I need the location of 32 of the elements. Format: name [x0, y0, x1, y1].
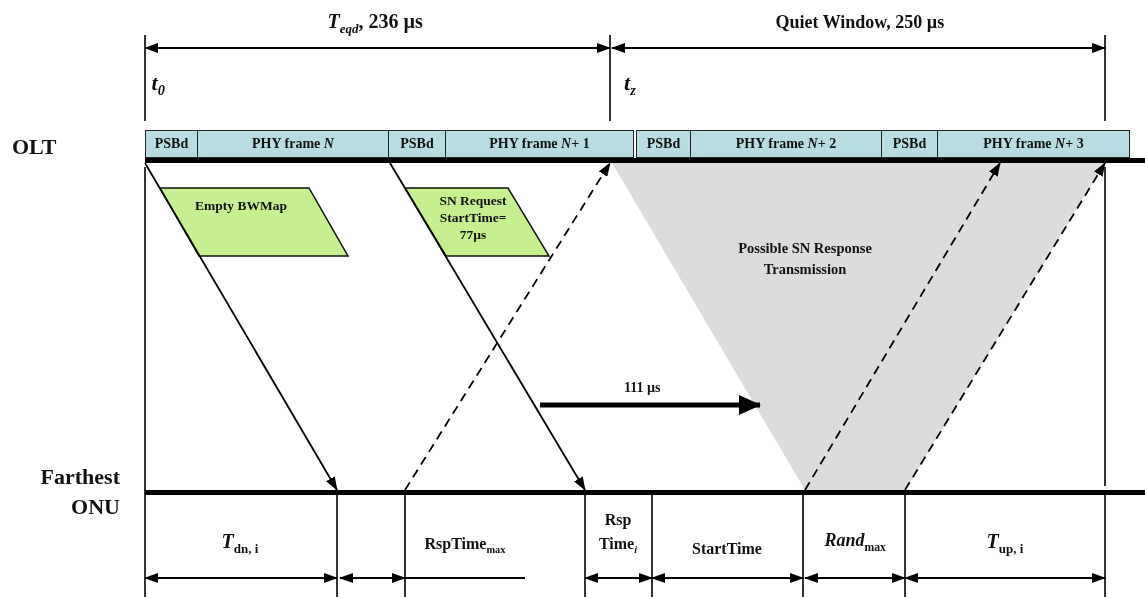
frame-box: PSBd — [636, 130, 691, 158]
measure-label: 111 µs — [624, 380, 661, 396]
frame-box: PHY frame N — [197, 130, 389, 158]
frame-box: PSBd — [388, 130, 446, 158]
frame-box: PHY frame N+ 1 — [445, 130, 634, 158]
message-parallelogram — [404, 187, 550, 257]
dimension-label: Rsp Time$_{i}$ — [597, 510, 639, 558]
arrow — [389, 162, 586, 491]
timeline-bar — [145, 158, 1145, 163]
dimension-label: T$_{up, i}$ — [986, 530, 1024, 557]
dimension-label: Rand$_{max}$ — [824, 530, 886, 554]
frame-box: PHY frame N+ 3 — [937, 130, 1130, 158]
time-marker-label: t$_{z}$ — [624, 70, 636, 100]
timeline-label: Farthest ONU — [5, 462, 120, 524]
timeline-bar — [145, 490, 1145, 495]
area-label: Possible SN Response Transmission — [737, 239, 873, 279]
dimension-label: RspTime$_{max}$ — [424, 535, 506, 556]
frame-box: PSBd — [145, 130, 198, 158]
dimension-label: T$_{eqd}$, 236 µs — [327, 10, 423, 37]
frame-box: PHY frame N+ 2 — [690, 130, 882, 158]
arrow — [144, 162, 338, 491]
dimension-label: StartTime — [692, 540, 762, 558]
message-text: Empty BWMap — [194, 197, 288, 214]
message-text: SN Request StartTime= 77µs — [438, 192, 508, 243]
dashed-arrow — [804, 162, 1001, 491]
frame-box: PSBd — [881, 130, 938, 158]
dimension-label: Quiet Window, 250 µs — [775, 12, 945, 33]
dimension-label: T$_{dn, i}$ — [221, 530, 259, 557]
timeline-label: OLT — [12, 132, 102, 162]
time-marker-label: t$_{0}$ — [151, 70, 165, 100]
dashed-arrow — [404, 162, 611, 491]
dashed-arrow — [904, 162, 1106, 491]
